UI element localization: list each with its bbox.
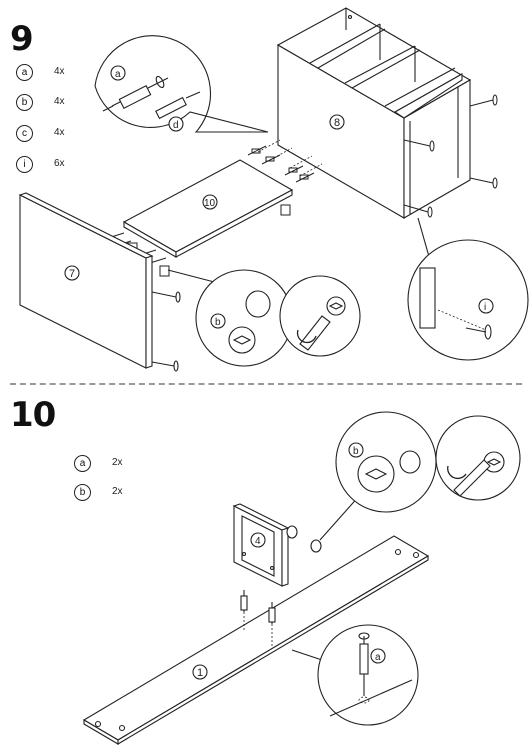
callout-dowel-detail-10: [291, 624, 419, 726]
legend-9-qty-i: 6x: [54, 158, 65, 169]
panel-7-side: [18, 192, 181, 372]
callout-i-label: i: [484, 302, 486, 313]
panel-4-label: 4: [255, 536, 261, 547]
screwdriver-icon: [299, 315, 331, 351]
step-10-number: 10: [10, 395, 56, 435]
step-9-number: 9: [10, 19, 34, 59]
callout-b-label-9: b: [215, 317, 221, 328]
callout-cam-lock-detail-10: [319, 411, 521, 541]
callout-cam-lock-detail: [167, 269, 361, 367]
legend-9-qty-a: 4x: [54, 66, 65, 77]
legend-10-letter-a: a: [74, 455, 91, 472]
callout-d-label: d: [173, 120, 179, 131]
screwdriver-icon-10: [453, 459, 491, 497]
panel-10-label: 10: [204, 198, 216, 209]
legend-9-qty-b: 4x: [54, 96, 65, 107]
legend-9-letter-b: b: [16, 94, 33, 111]
legend-10-qty-a: 2x: [112, 457, 123, 468]
callout-b-label-10: b: [353, 446, 359, 457]
legend-9-letter-c: c: [16, 125, 33, 142]
section-divider: [10, 383, 522, 385]
legend-9-qty-c: 4x: [54, 127, 65, 138]
legend-10-qty-b: 2x: [112, 486, 123, 497]
board-1: [82, 535, 430, 745]
callout-screw-detail: [407, 217, 529, 361]
board-1-label: 1: [197, 667, 203, 679]
panel-10-shelf: [107, 145, 315, 277]
callout-a-label-10: a: [375, 652, 381, 663]
legend-9-letter-a: a: [16, 64, 33, 81]
legend-10-letter-b: b: [74, 484, 91, 501]
callout-dowel-detail: [94, 35, 269, 133]
panel-7-label: 7: [69, 268, 75, 280]
legend-9-letter-i: i: [16, 156, 33, 173]
panel-8-cabinet: [257, 7, 498, 219]
panel-8-label: 8: [334, 117, 340, 129]
callout-a-label: a: [115, 69, 121, 80]
